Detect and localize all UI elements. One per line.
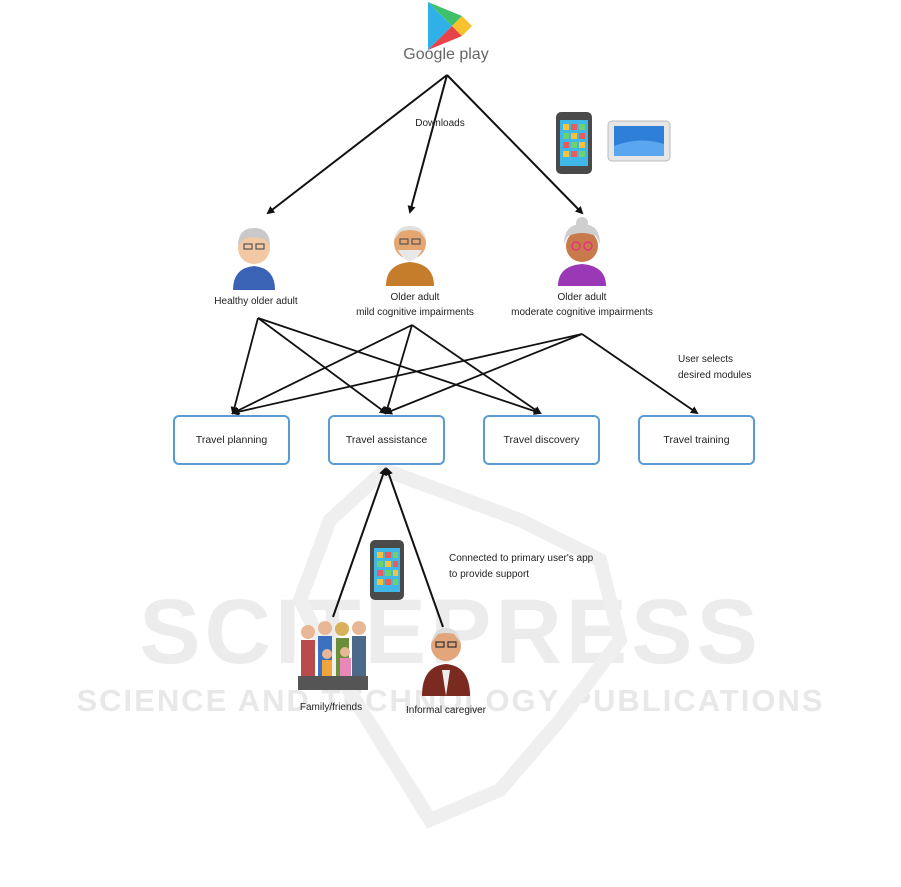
support-smartphone-icon (370, 540, 404, 600)
user-moderate-label-1: Older adult (557, 292, 607, 303)
connected-label-2: to provide support (449, 569, 530, 580)
user-selects-label-2: desired modules (678, 370, 752, 381)
arrow-caregiver-assistance (385, 467, 444, 628)
user-healthy-label: Healthy older adult (214, 296, 298, 307)
arrow-moderate-assistance (384, 333, 583, 415)
module-travel-planning: Travel planning (173, 415, 290, 465)
downloads-label: Downloads (415, 118, 465, 129)
arrow-download-moderate (446, 74, 584, 215)
arrow-healthy-assistance (257, 317, 388, 415)
module-travel-assistance: Travel assistance (328, 415, 445, 465)
family-group-icon (298, 621, 368, 690)
older-woman-icon (558, 217, 606, 286)
arrow-mild-assistance (383, 324, 413, 415)
google-play-label: Google play (403, 46, 489, 63)
arrow-healthy-discovery (257, 317, 542, 415)
caregiver-icon (422, 628, 470, 696)
family-friends-label: Family/friends (299, 702, 363, 713)
older-man-icon (233, 228, 275, 290)
arrow-moderate-training (581, 333, 699, 415)
module-arrows (230, 317, 699, 416)
arrow-family-assistance (332, 467, 387, 618)
user-moderate-label-2: moderate cognitive impairments (511, 307, 653, 318)
smartphone-icon (556, 112, 592, 174)
arrow-mild-planning (231, 324, 413, 414)
arrow-mild-discovery (411, 324, 542, 415)
google-play-icon (428, 2, 472, 50)
module-travel-discovery: Travel discovery (483, 415, 600, 465)
watermark-outline (292, 461, 628, 829)
arrow-download-mild (407, 74, 448, 214)
support-arrows (332, 467, 444, 628)
connected-label-1: Connected to primary user's app (449, 553, 594, 564)
tablet-icon (607, 120, 671, 162)
module-travel-training: Travel training (638, 415, 755, 465)
older-man-beard-icon (386, 226, 434, 286)
user-selects-label-1: User selects (678, 354, 734, 365)
download-arrows (266, 74, 584, 215)
user-mild-label-1: Older adult (390, 292, 440, 303)
arrow-download-healthy (266, 74, 448, 215)
arrow-healthy-planning (230, 317, 259, 415)
informal-caregiver-label: Informal caregiver (405, 705, 487, 716)
arrow-moderate-planning (231, 333, 583, 416)
user-mild-label-2: mild cognitive impairments (356, 307, 474, 318)
